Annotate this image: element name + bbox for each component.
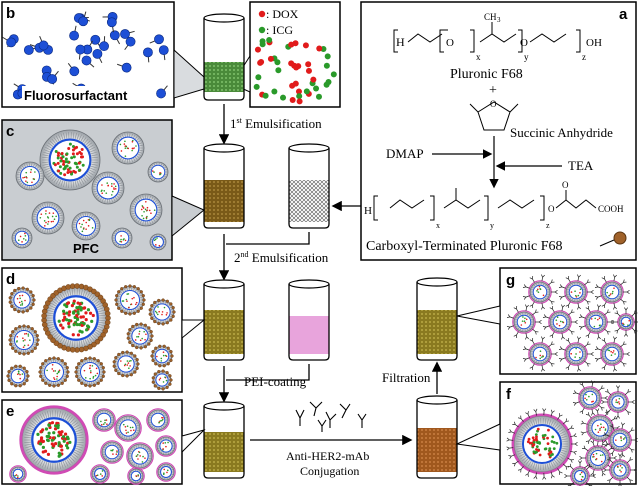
formula-ch3-sub: 3 xyxy=(497,16,501,24)
panel-e-letter: e xyxy=(6,403,14,420)
fluorosurfactant-label: Fluorosurfactant xyxy=(24,88,128,103)
panel-f: f xyxy=(499,380,638,486)
panel-d-letter: d xyxy=(6,271,15,288)
product-cooh: COOH xyxy=(598,204,624,214)
panel-f-letter: f xyxy=(506,386,512,403)
beaker-5 xyxy=(416,395,458,479)
beaker-6 xyxy=(416,277,458,361)
formula-ch3: CH xyxy=(484,12,497,22)
beaker-4 xyxy=(203,401,245,479)
panel-c-letter: c xyxy=(6,123,14,140)
step-filtration: Filtration xyxy=(382,370,431,385)
beaker-2 xyxy=(203,143,245,229)
beaker-3 xyxy=(203,279,245,361)
panel-a: a H O x CH 3 O y z OH Pluronic F68 + xyxy=(360,1,637,261)
pluronic-f68-label: Pluronic F68 xyxy=(450,67,523,82)
panel-e: e xyxy=(1,399,183,485)
formula-o1: O xyxy=(446,37,454,49)
dox-icg-box: : DOX : ICG xyxy=(249,1,341,108)
pfc-label: PFC xyxy=(73,241,100,256)
carboxyl-pluronic-label: Carboxyl-Terminated Pluronic F68 xyxy=(366,239,563,254)
formula-y: y xyxy=(524,52,529,62)
dox-label: : DOX xyxy=(266,7,299,21)
formula-z: z xyxy=(582,52,586,62)
succinic-anhydride-ring xyxy=(469,101,519,131)
step-pei-coating: PEI-coating xyxy=(244,374,307,389)
step-antibody-line2: Conjugation xyxy=(300,464,359,478)
pluronic-bead-icon xyxy=(613,231,627,245)
icg-legend-dot xyxy=(258,26,266,34)
step-emulsification-1: 1st Emulsification xyxy=(230,116,322,131)
panel-b-letter: b xyxy=(6,5,15,22)
panel-g-letter: g xyxy=(506,272,515,289)
anhydride-ring-o: O xyxy=(490,99,497,109)
antibody-icons xyxy=(295,401,367,432)
formula-oh: OH xyxy=(586,37,602,49)
formula-x: x xyxy=(476,52,481,62)
product-z: z xyxy=(546,221,550,230)
panel-g: g xyxy=(499,267,638,375)
dox-legend-dot xyxy=(258,10,266,18)
step-emulsification-2: 2nd Emulsification xyxy=(234,250,329,265)
step-antibody-line1: Anti-HER2-mAb xyxy=(286,449,369,463)
fluorosurfactant-molecules xyxy=(2,11,169,104)
tea-label: TEA xyxy=(568,158,594,173)
pluronic-f68-structure xyxy=(393,22,581,53)
carboxyl-pluronic-structure xyxy=(373,188,597,221)
panel-d: d xyxy=(1,267,183,393)
succinic-anhydride-label: Succinic Anhydride xyxy=(510,125,613,140)
panel-b: b Fluorosurfactant xyxy=(1,1,175,108)
formula-h: H xyxy=(396,35,405,49)
product-o3: O xyxy=(548,204,555,214)
product-y: y xyxy=(490,221,494,230)
panel-a-letter: a xyxy=(619,6,628,23)
plus-sign: + xyxy=(489,83,497,98)
beaker-1 xyxy=(203,13,245,101)
panel-c: c PFC xyxy=(1,119,173,261)
icg-label: : ICG xyxy=(266,23,293,37)
beaker-pei xyxy=(288,279,330,361)
panel-c-callout xyxy=(171,195,205,238)
product-h: H xyxy=(364,205,372,217)
product-o4: O xyxy=(562,180,569,190)
product-x: x xyxy=(436,221,440,230)
dmap-label: DMAP xyxy=(386,146,424,161)
formula-o2: O xyxy=(520,37,528,49)
beaker-pluronic xyxy=(288,143,330,229)
